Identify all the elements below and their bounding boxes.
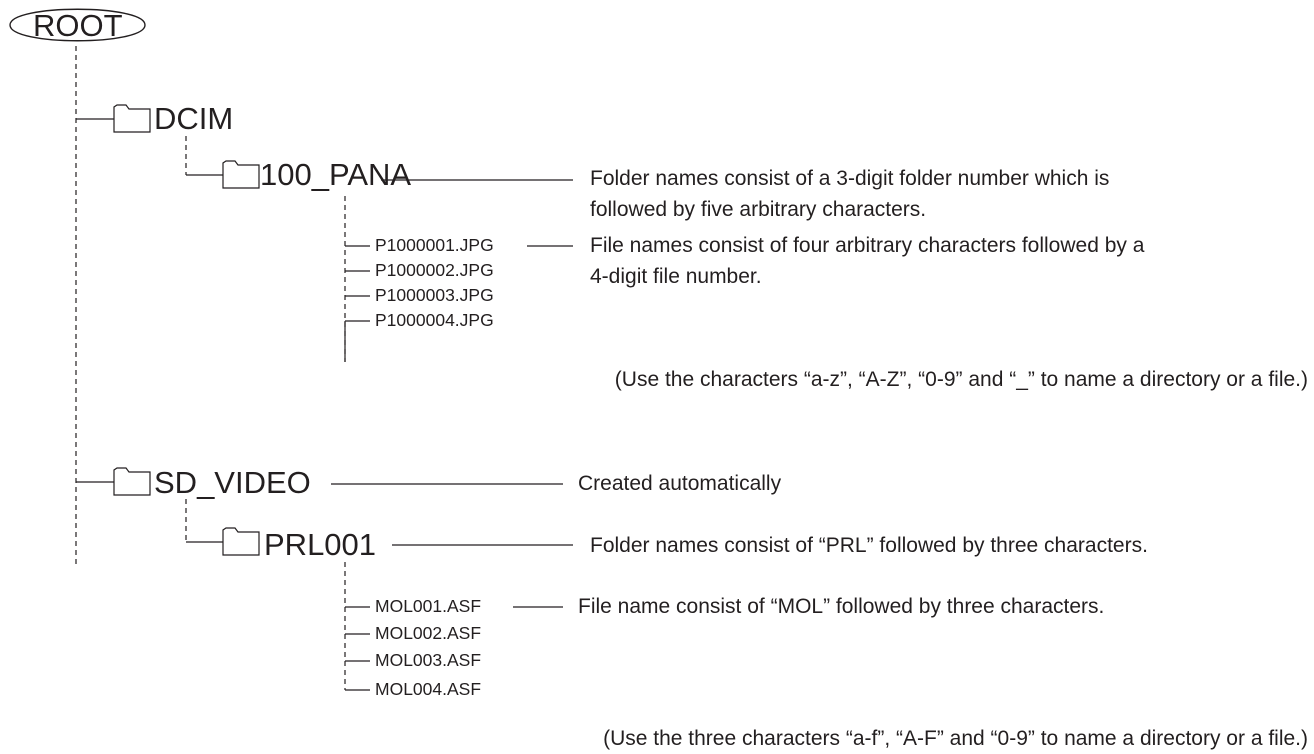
dcim-label: DCIM bbox=[154, 101, 234, 136]
file-item: P1000004.JPG bbox=[375, 310, 494, 330]
file-item: P1000003.JPG bbox=[375, 285, 494, 305]
prl-files-note: File name consist of “MOL” followed by t… bbox=[578, 595, 1105, 618]
sdvideo-folder-icon bbox=[113, 467, 151, 496]
file-item: P1000001.JPG bbox=[375, 235, 494, 255]
sdvideo-note: Created automatically bbox=[578, 472, 782, 495]
root-ellipse bbox=[9, 8, 146, 42]
dcim-naming-rule: (Use the characters “a-z”, “A-Z”, “0-9” … bbox=[614, 368, 1308, 391]
file-item: P1000002.JPG bbox=[375, 260, 494, 280]
root-label: ROOT bbox=[33, 8, 123, 43]
pana-folder-label: 100_PANA bbox=[260, 157, 412, 192]
pana-files-note-line1: File names consist of four arbitrary cha… bbox=[590, 234, 1145, 257]
sdvideo-naming-rule: (Use the three characters “a-f”, “A-F” a… bbox=[603, 727, 1308, 750]
sdvideo-label: SD_VIDEO bbox=[154, 465, 311, 500]
pana-folder-icon bbox=[222, 160, 260, 189]
file-item: MOL001.ASF bbox=[375, 596, 482, 616]
file-item: MOL004.ASF bbox=[375, 679, 482, 699]
pana-files-note-line2: 4-digit file number. bbox=[590, 265, 762, 288]
file-item: MOL002.ASF bbox=[375, 623, 482, 643]
pana-folder-note-line2: followed by five arbitrary characters. bbox=[590, 198, 927, 221]
prl-folder-label: PRL001 bbox=[264, 527, 377, 562]
prl-folder-icon bbox=[222, 527, 260, 556]
pana-folder-note-line1: Folder names consist of a 3-digit folder… bbox=[590, 167, 1110, 190]
prl-folder-note: Folder names consist of “PRL” followed b… bbox=[590, 534, 1148, 557]
dcim-folder-icon bbox=[113, 104, 151, 133]
file-item: MOL003.ASF bbox=[375, 650, 482, 670]
